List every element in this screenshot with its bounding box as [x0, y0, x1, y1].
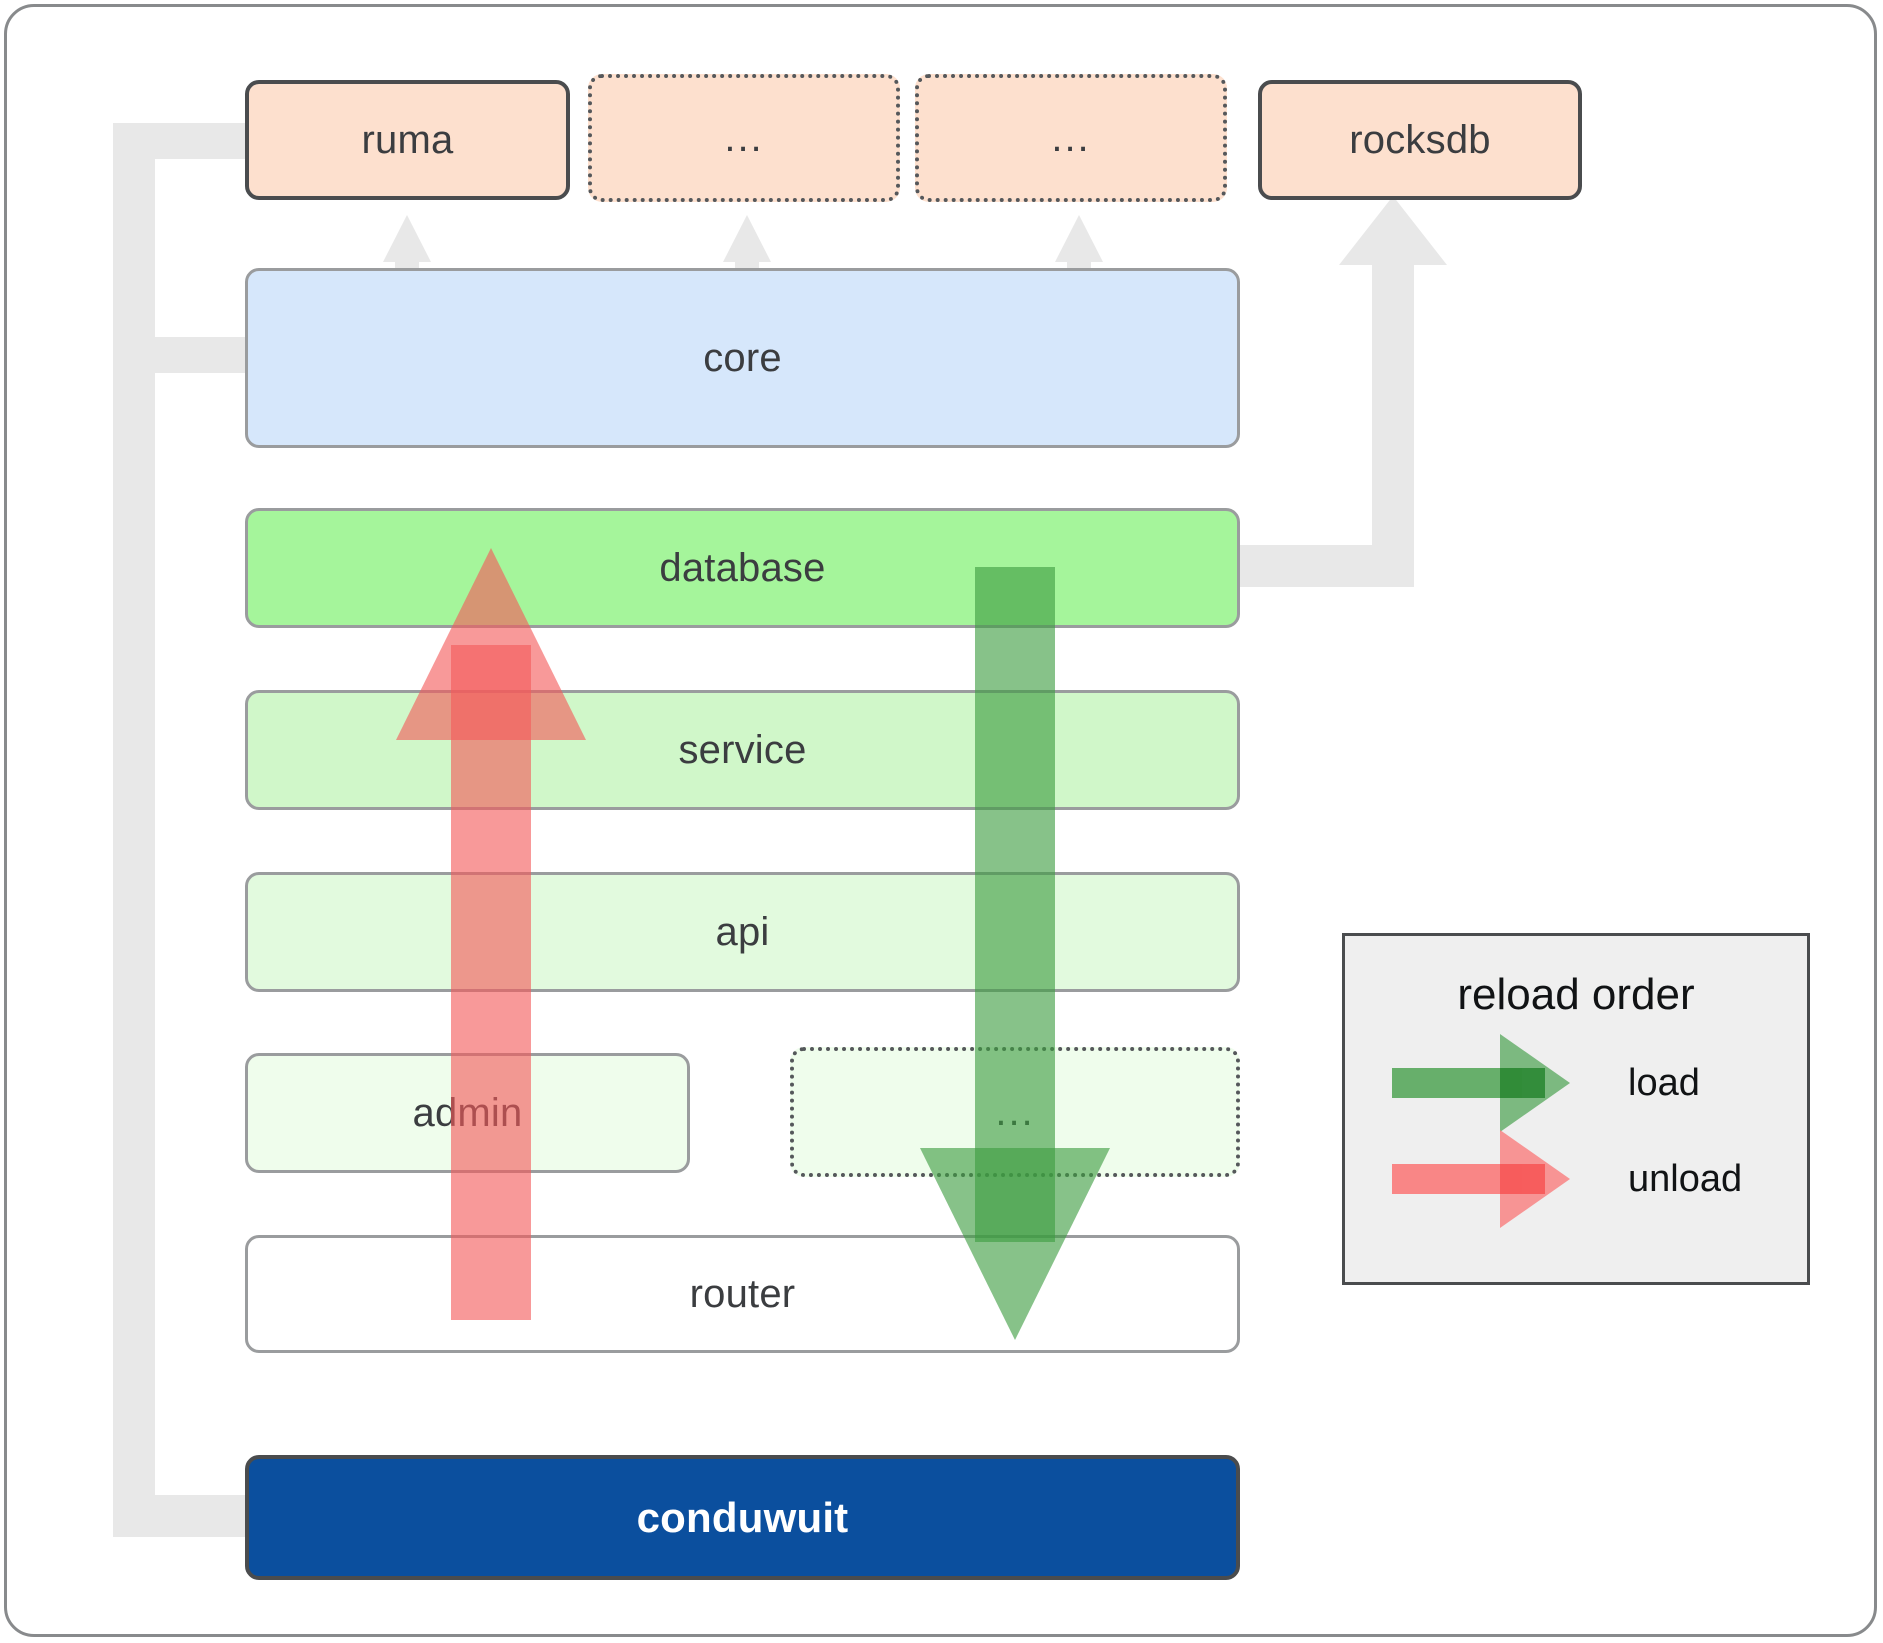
- dep-node-rocksdb[interactable]: rocksdb: [1258, 80, 1582, 200]
- db-to-rocksdb-horizontal: [1240, 545, 1395, 587]
- dep-node-ellipsis-1[interactable]: ...: [588, 74, 900, 202]
- legend-load-arrow: [1392, 1034, 1570, 1132]
- stack-node-api[interactable]: api: [245, 872, 1240, 992]
- dep-node-ruma-label: ruma: [361, 117, 454, 162]
- stack-node-admin-label: admin: [412, 1090, 523, 1135]
- stack-node-service-label: service: [678, 727, 807, 772]
- stack-node-admin[interactable]: admin: [245, 1053, 690, 1173]
- left-spine-bottom: [113, 1495, 245, 1537]
- stack-node-ellipsis[interactable]: ...: [790, 1047, 1240, 1177]
- stack-node-api-label: api: [715, 909, 770, 954]
- stack-node-router[interactable]: router: [245, 1235, 1240, 1353]
- legend-title: reload order: [1457, 970, 1695, 1019]
- binary-node-conduwuit-label: conduwuit: [636, 1493, 849, 1541]
- legend-arrow-svg: [1392, 1034, 1570, 1228]
- stack-node-database[interactable]: database: [245, 508, 1240, 628]
- stack-node-database-label: database: [659, 545, 826, 590]
- dep-node-rocksdb-label: rocksdb: [1349, 117, 1491, 162]
- legend-label-unload: unload: [1628, 1158, 1743, 1200]
- stack-node-router-label: router: [689, 1271, 796, 1316]
- legend-unload-arrow: [1392, 1130, 1570, 1228]
- stack-node-core[interactable]: core: [245, 268, 1240, 448]
- stack-node-ellipsis-label: ...: [995, 1090, 1035, 1134]
- legend-label-load: load: [1628, 1062, 1700, 1104]
- legend-box: reload order load unload: [1342, 933, 1810, 1285]
- core-to-dots1-tick: [723, 215, 771, 275]
- core-to-ruma-tick: [383, 215, 431, 275]
- core-to-dots2-tick: [1055, 215, 1103, 275]
- dep-node-ellipsis-2[interactable]: ...: [915, 74, 1227, 202]
- stack-node-core-label: core: [703, 335, 782, 380]
- dep-node-ruma[interactable]: ruma: [245, 80, 570, 200]
- dep-node-ellipsis-1-label: ...: [724, 116, 764, 160]
- binary-node-conduwuit[interactable]: conduwuit: [245, 1455, 1240, 1580]
- stack-node-service[interactable]: service: [245, 690, 1240, 810]
- arrow-to-rocksdb: [1339, 196, 1447, 587]
- left-spine: [113, 140, 155, 1535]
- dep-node-ellipsis-2-label: ...: [1051, 116, 1091, 160]
